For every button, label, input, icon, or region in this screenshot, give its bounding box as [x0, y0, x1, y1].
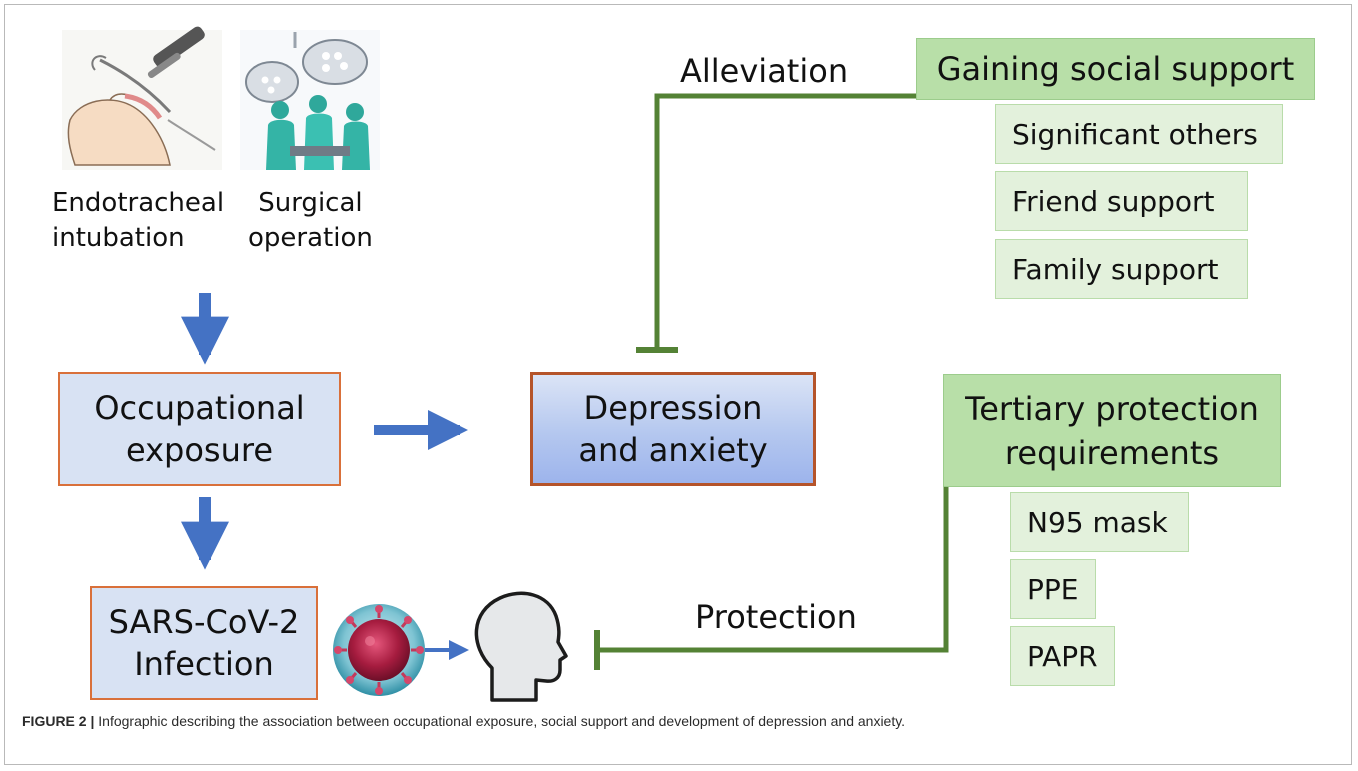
tertiary-protection-title: Tertiary protection requirements [943, 374, 1281, 487]
significant-others-item: Significant others [995, 104, 1283, 164]
social-support-title: Gaining social support [916, 38, 1315, 100]
ppe-item: PPE [1010, 559, 1096, 619]
intubation-illustration [62, 26, 222, 170]
protection-label: Protection [695, 598, 857, 636]
surgical-operation-label: Surgical operation [248, 188, 373, 253]
n95-mask-item: N95 mask [1010, 492, 1189, 552]
papr-item: PAPR [1010, 626, 1115, 686]
family-support-item: Family support [995, 239, 1248, 299]
head-silhouette-icon [474, 591, 568, 702]
friend-support-item: Friend support [995, 171, 1248, 231]
figure-caption: FIGURE 2 | Infographic describing the as… [22, 713, 905, 729]
virus-icon [333, 604, 425, 696]
figure-number: FIGURE 2 | [22, 713, 95, 729]
surgery-illustration [240, 30, 380, 170]
sars-cov-2-infection-node: SARS-CoV-2 Infection [90, 586, 318, 700]
alleviation-label: Alleviation [680, 52, 849, 90]
occupational-exposure-node: Occupational exposure [58, 372, 341, 486]
depression-anxiety-node: Depression and anxiety [530, 372, 816, 486]
alleviation-connector [636, 93, 916, 353]
endotracheal-intubation-label: Endotracheal intubation [52, 188, 225, 253]
protection-connector [594, 487, 949, 670]
caption-text: Infographic describing the association b… [94, 713, 906, 729]
